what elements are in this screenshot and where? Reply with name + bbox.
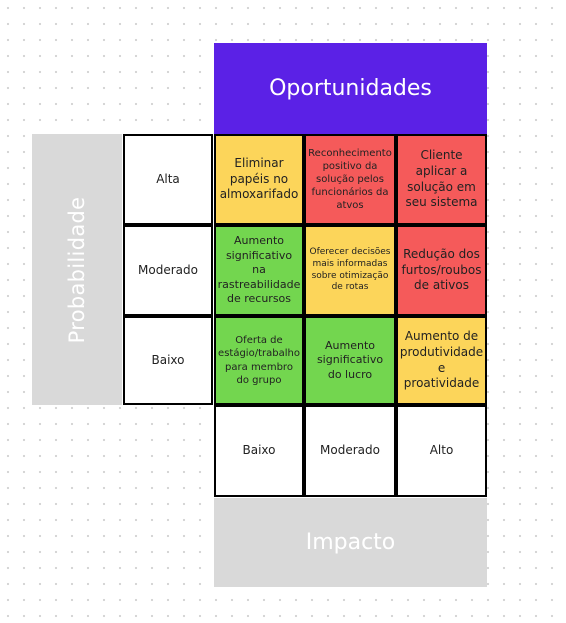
- impact-label-baixo: Baixo: [214, 405, 304, 497]
- probability-axis: Probabilidade: [32, 134, 122, 405]
- cell-alta-moderado: Reconhecimento positivo da solução pelos…: [304, 134, 396, 225]
- probability-axis-label: Probabilidade: [65, 196, 89, 343]
- probability-label-moderado: Moderado: [123, 225, 213, 316]
- cell-baixo-alto: Aumento de produtividade e proatividade: [396, 316, 487, 405]
- cell-alta-alto: Cliente aplicar a solução em seu sistema: [396, 134, 487, 225]
- cell-alta-baixo: Eliminar papéis no almoxarifado: [214, 134, 304, 225]
- impact-label-moderado: Moderado: [304, 405, 396, 497]
- probability-label-baixo: Baixo: [123, 316, 213, 405]
- cell-moderado-moderado: Oferecer decisões mais informadas sobre …: [304, 225, 396, 316]
- cell-moderado-baixo: Aumento significativo na rastreabilidade…: [214, 225, 304, 316]
- cell-baixo-moderado: Aumento significativo do lucro: [304, 316, 396, 405]
- impact-label-alto: Alto: [396, 405, 487, 497]
- matrix-title: Oportunidades: [214, 43, 487, 134]
- cell-baixo-baixo: Oferta de estágio/trabalho para membro d…: [214, 316, 304, 405]
- cell-moderado-alto: Redução dos furtos/roubos de ativos: [396, 225, 487, 316]
- impact-axis-label: Impacto: [214, 498, 487, 587]
- probability-label-alta: Alta: [123, 134, 213, 225]
